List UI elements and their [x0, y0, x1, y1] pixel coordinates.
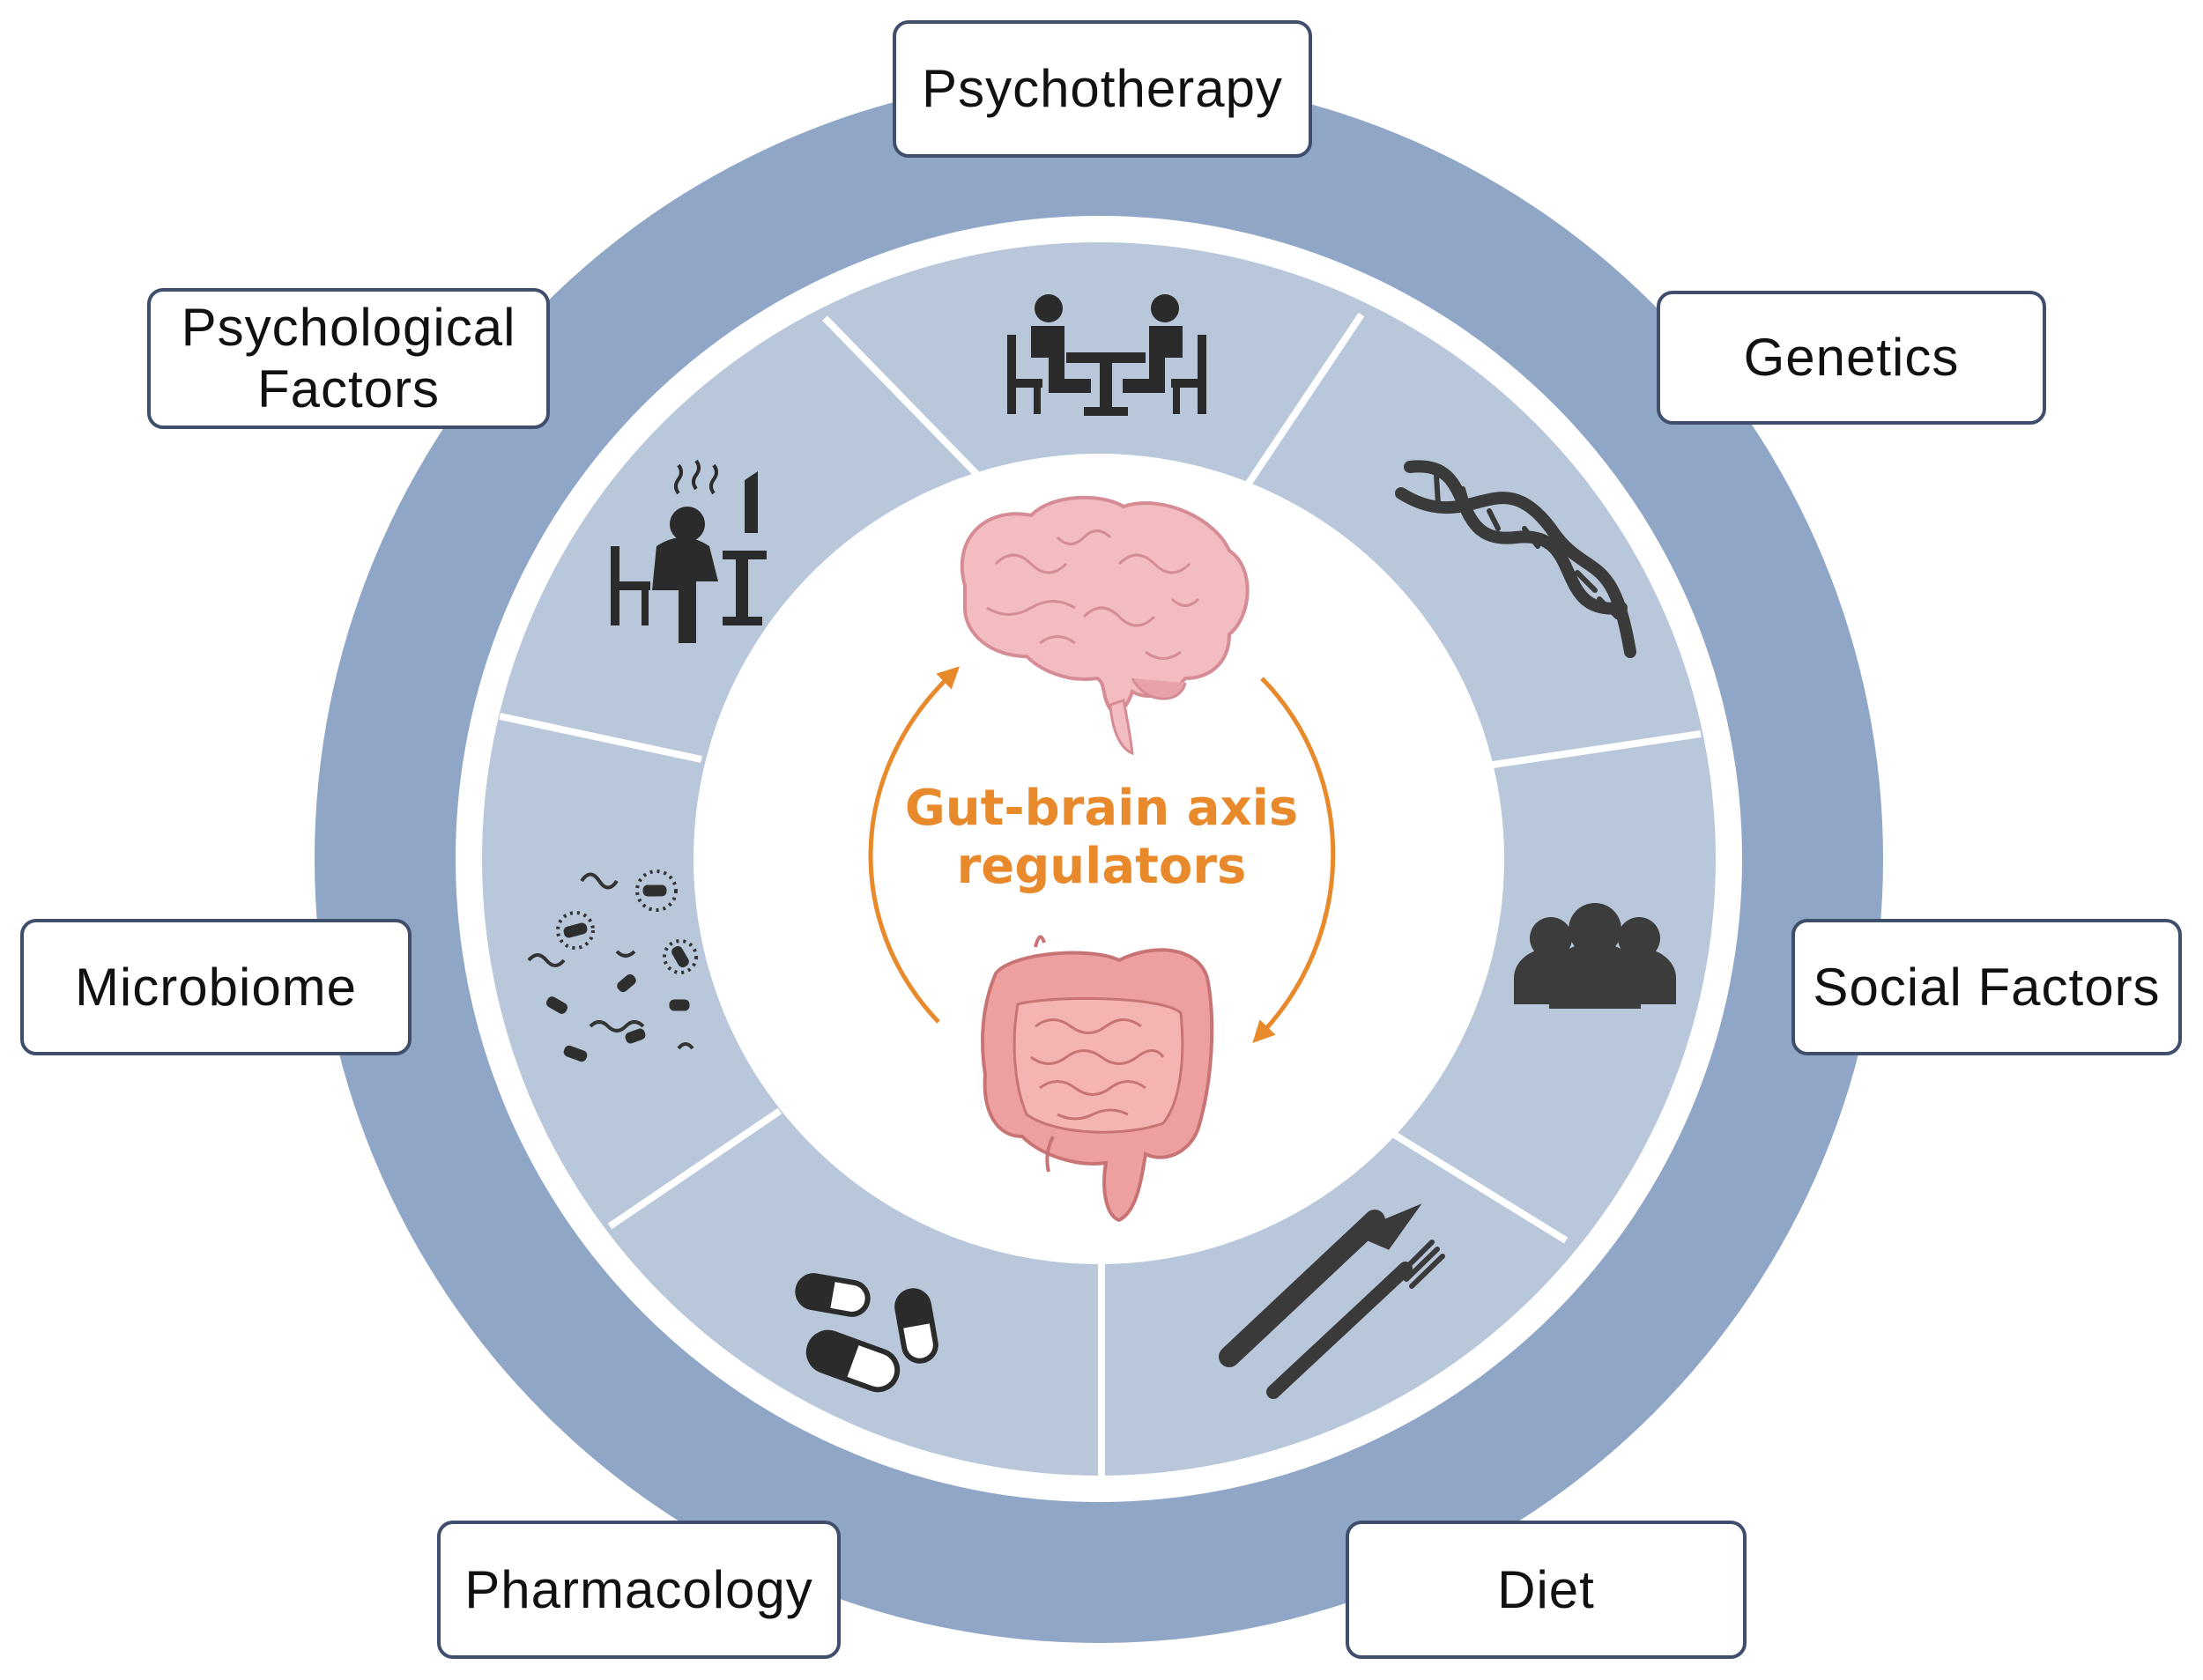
intestine-icon	[981, 935, 1214, 1223]
stressed-worker-icon	[611, 459, 767, 643]
label-diet: Diet	[1346, 1521, 1747, 1659]
label-genetics: Genetics	[1657, 291, 2046, 425]
pills-icon	[795, 1273, 938, 1393]
center-title: Gut-brain axis regulators	[881, 780, 1322, 896]
center-title-line1: Gut-brain axis	[904, 780, 1299, 837]
arrow-gut-to-brain	[868, 666, 961, 1024]
label-psychotherapy-text: Psychotherapy	[922, 59, 1283, 118]
label-psychological-factors: Psychological Factors	[147, 288, 550, 429]
segment-dividers	[499, 312, 1702, 1477]
label-diet-text: Diet	[1497, 1559, 1595, 1619]
bacteria-icon	[527, 870, 698, 1062]
label-psychotherapy: Psychotherapy	[893, 20, 1312, 158]
label-psychological-line2: Factors	[256, 359, 441, 418]
label-social-factors: Social Factors	[1791, 919, 2182, 1055]
label-psychological-line1: Psychological	[181, 298, 516, 357]
label-microbiome-text: Microbiome	[74, 957, 358, 1017]
brain-icon	[960, 495, 1250, 756]
center-disc	[694, 454, 1504, 1264]
center-title-line2: regulators	[956, 838, 1247, 895]
knife-fork-icon	[1219, 1203, 1445, 1399]
label-pharmacology-text: Pharmacology	[464, 1559, 813, 1619]
label-social-factors-text: Social Factors	[1813, 957, 2161, 1017]
therapy-session-icon	[1007, 294, 1206, 416]
people-group-icon	[1514, 903, 1676, 1009]
label-genetics-text: Genetics	[1743, 328, 1960, 387]
label-microbiome: Microbiome	[20, 919, 412, 1055]
arrow-brain-to-gut	[1252, 677, 1336, 1044]
label-pharmacology: Pharmacology	[437, 1521, 841, 1659]
dna-icon	[1395, 460, 1636, 658]
